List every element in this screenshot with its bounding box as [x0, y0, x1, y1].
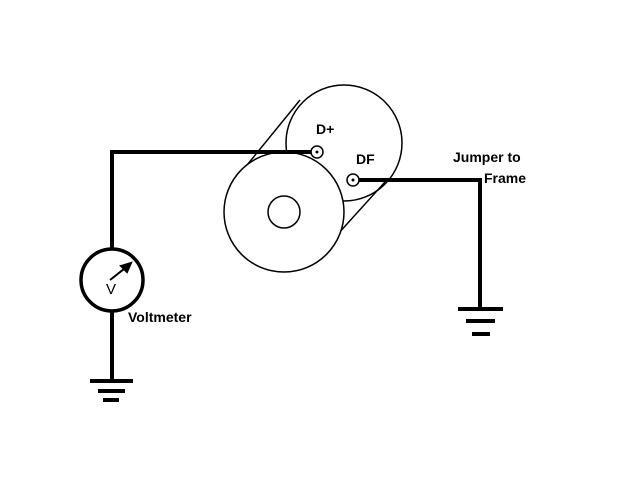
d-plus-terminal	[310, 145, 324, 159]
voltmeter-symbol	[79, 247, 145, 313]
generator-body-bottom-edge	[336, 181, 386, 236]
generator-shaft-hole	[267, 195, 301, 229]
d-plus-label: D+	[316, 121, 334, 137]
generator-front-face	[223, 151, 345, 273]
voltmeter-needle-icon	[109, 261, 133, 281]
df-circuit	[359, 178, 503, 336]
df-label: DF	[356, 151, 375, 167]
ground-icon	[458, 307, 503, 336]
voltmeter-circuit	[79, 150, 311, 402]
voltmeter-v-label: V	[106, 281, 116, 298]
df-terminal	[346, 173, 360, 187]
jumper-label-line1: Jumper to	[453, 149, 521, 165]
generator	[223, 84, 403, 273]
ground-icon	[90, 379, 133, 402]
d-plus-wire	[110, 150, 311, 248]
df-jumper-wire	[359, 178, 482, 309]
generator-back-cap	[285, 84, 403, 202]
jumper-label-line2: Frame	[484, 170, 526, 186]
generator-body-top-edge	[242, 99, 301, 171]
voltmeter-label: Voltmeter	[128, 309, 192, 325]
